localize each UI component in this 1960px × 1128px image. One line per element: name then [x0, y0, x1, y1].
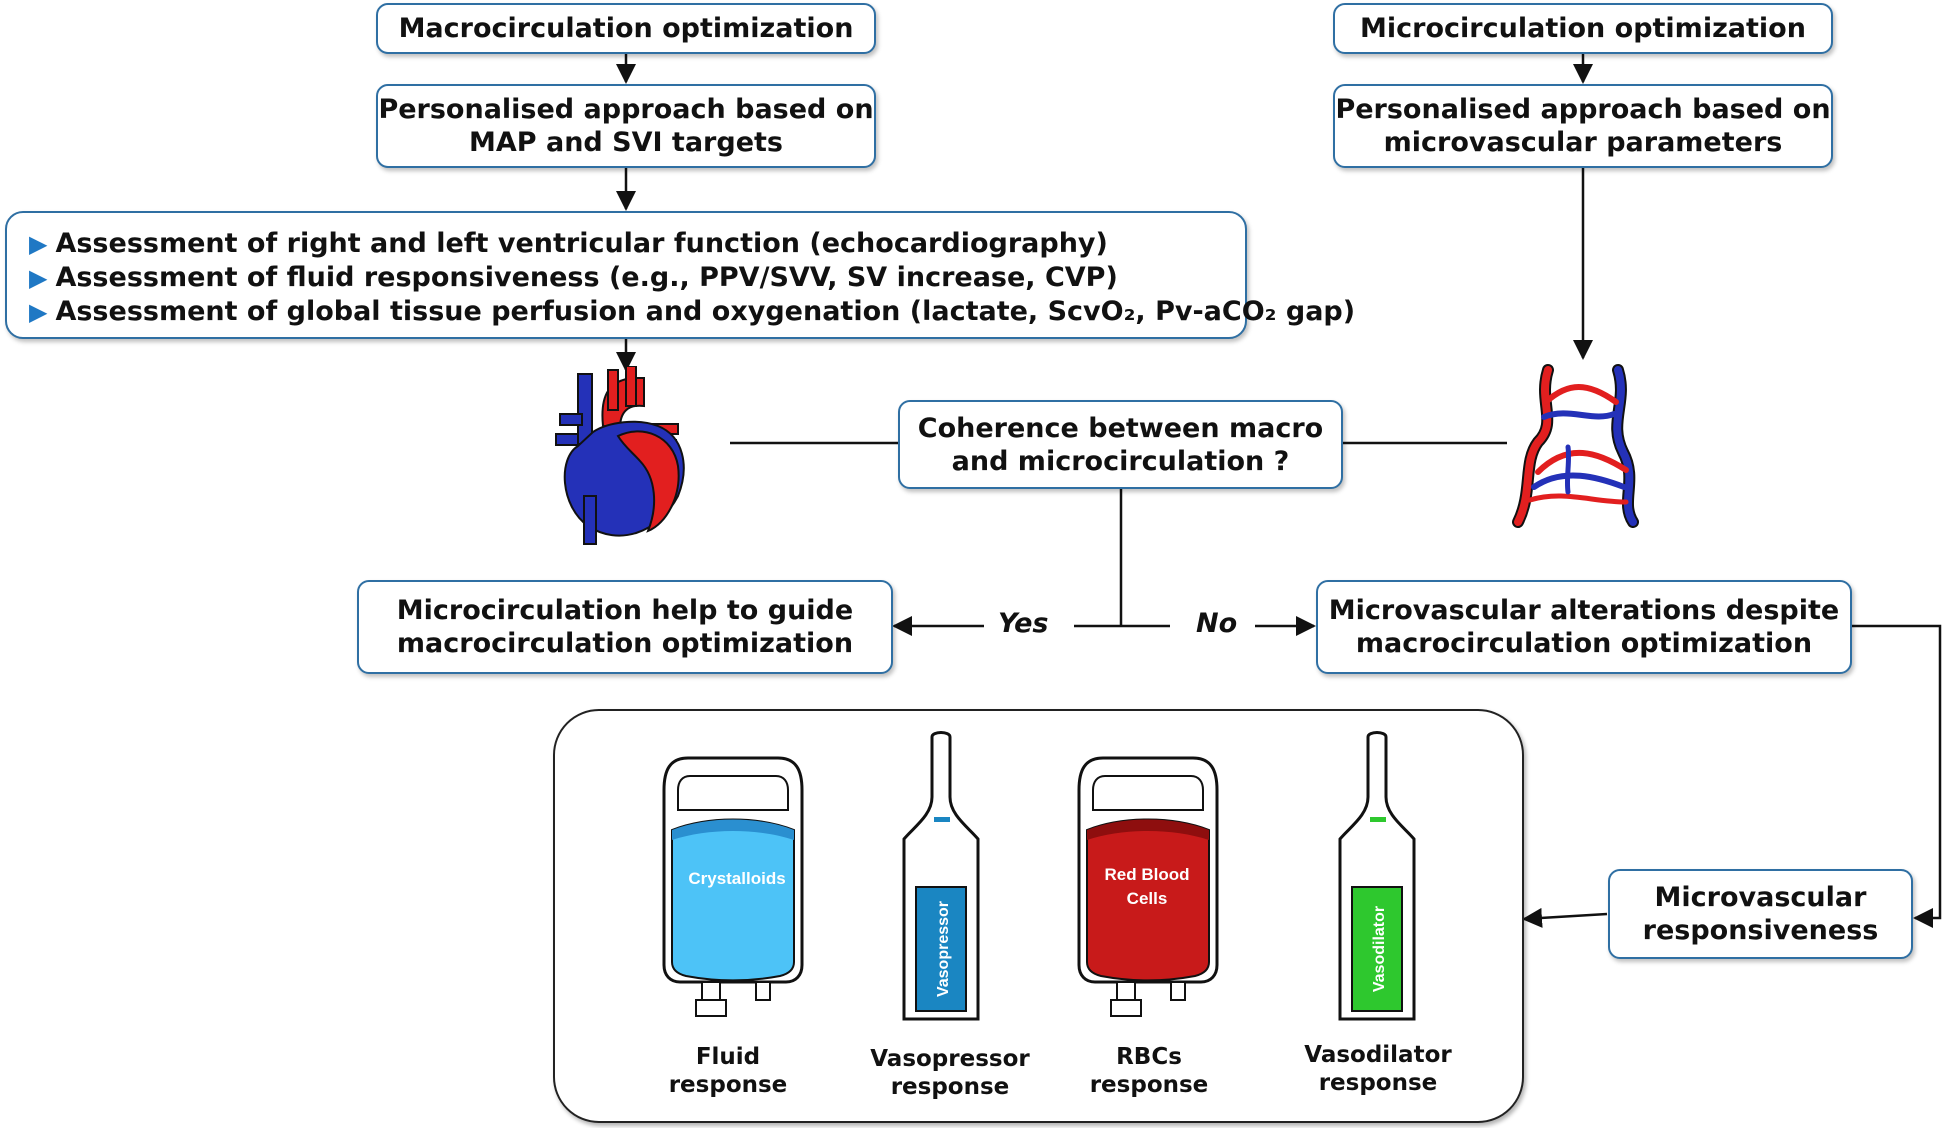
vasopressor-ampoule-icon: Vasopressor: [902, 731, 980, 1021]
assessment-text: Assessment of right and left ventricular…: [55, 228, 1108, 259]
vasopressor-label: Vasopressor: [935, 901, 952, 997]
bullet-triangle-icon: ▶: [29, 298, 48, 326]
caption-line: response: [1089, 1072, 1209, 1098]
crystalloids-label: Crystalloids: [688, 869, 785, 888]
caption-line: Vasodilator: [1304, 1042, 1452, 1068]
rbc-response-caption: RBCs response: [1090, 1043, 1209, 1099]
rbc-label-line-1: Red Blood: [1105, 865, 1190, 884]
assessment-item: ▶Assessment of fluid responsiveness (e.g…: [29, 261, 1245, 295]
caption-line: RBCs: [1116, 1044, 1182, 1070]
caption-line: Fluid: [695, 1044, 761, 1070]
assessment-item: ▶Assessment of right and left ventricula…: [29, 227, 1245, 261]
heart-icon: [555, 366, 685, 545]
caption-line: response: [890, 1074, 1010, 1100]
coherence-question-line-2: and microcirculation ?: [951, 445, 1290, 477]
macro-approach-line-2: MAP and SVI targets: [469, 127, 783, 158]
assessment-text: Assessment of fluid responsiveness (e.g.…: [55, 262, 1118, 293]
macrocirculation-title-box: Macrocirculation optimization: [376, 3, 876, 54]
micro-approach-line-1: Personalised approach based on: [1335, 94, 1831, 125]
coherence-question-box: Coherence between macro and microcircula…: [898, 400, 1343, 489]
bullet-triangle-icon: ▶: [29, 264, 48, 292]
caption-line: response: [668, 1072, 788, 1098]
micro-approach-line-2: microvascular parameters: [1383, 127, 1783, 158]
responsiveness-line-2: responsiveness: [1642, 915, 1879, 946]
coherence-question-line-1: Coherence between macro: [917, 412, 1324, 444]
yes-outcome-line-1: Microcirculation help to guide: [396, 595, 854, 626]
blood-vessels-icon: [1512, 364, 1639, 528]
bullet-triangle-icon: ▶: [29, 230, 48, 258]
responsiveness-box: Microvascular responsiveness: [1608, 869, 1913, 959]
no-outcome-line-2: macrocirculation optimization: [1355, 628, 1813, 659]
rbc-bag-icon: Red Blood Cells: [1077, 756, 1219, 1017]
assessment-list-box: ▶Assessment of right and left ventricula…: [5, 211, 1355, 339]
macrocirculation-title: Macrocirculation optimization: [398, 13, 854, 44]
no-outcome-box: Microvascular alterations despite macroc…: [1316, 580, 1852, 674]
yes-outcome-box: Microcirculation help to guide macrocirc…: [357, 580, 893, 674]
no-outcome-line-1: Microvascular alterations despite: [1328, 595, 1840, 626]
caption-line: response: [1318, 1070, 1438, 1096]
yes-outcome-line-2: macrocirculation optimization: [396, 628, 854, 659]
crystalloids-bag-icon: Crystalloids: [662, 756, 804, 1017]
responsiveness-line-1: Microvascular: [1654, 882, 1867, 913]
macro-approach-box: Personalised approach based on MAP and S…: [376, 84, 876, 168]
no-label: No: [1196, 608, 1238, 639]
rbc-label-line-2: Cells: [1127, 889, 1168, 908]
caption-line: Vasopressor: [870, 1046, 1030, 1072]
assessment-text: Assessment of global tissue perfusion an…: [55, 296, 1356, 327]
vasodilator-response-caption: Vasodilator response: [1304, 1041, 1451, 1097]
fluid-response-caption: Fluid response: [669, 1043, 788, 1099]
microcirculation-title-box: Microcirculation optimization: [1333, 3, 1833, 54]
vasodilator-ampoule-icon: Vasodilator: [1338, 731, 1416, 1021]
microcirculation-title: Microcirculation optimization: [1360, 13, 1806, 44]
yes-label: Yes: [998, 608, 1049, 639]
vasopressor-response-caption: Vasopressor response: [870, 1045, 1029, 1101]
vasodilator-label: Vasodilator: [1371, 906, 1388, 992]
micro-approach-box: Personalised approach based on microvasc…: [1333, 84, 1833, 168]
assessment-item: ▶Assessment of global tissue perfusion a…: [29, 295, 1355, 329]
macro-approach-line-1: Personalised approach based on: [378, 94, 874, 125]
